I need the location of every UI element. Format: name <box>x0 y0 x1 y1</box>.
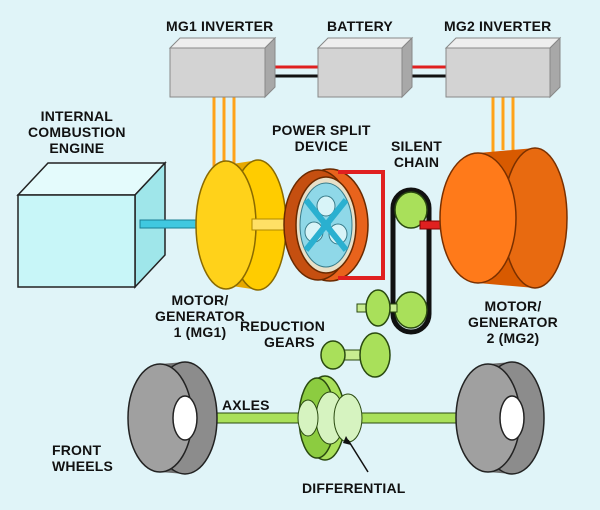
mg2-label: MOTOR/ GENERATOR 2 (MG2) <box>468 298 558 346</box>
mg2-label-line-3: 2 (MG2) <box>486 330 540 346</box>
engine-label-line-3: ENGINE <box>49 140 105 156</box>
power-split-label: POWER SPLIT DEVICE <box>272 122 371 154</box>
differential-pointer <box>343 436 369 473</box>
reduction-gears-label-line-2: GEARS <box>264 334 315 350</box>
differential-label: DIFFERENTIAL <box>302 480 406 496</box>
axles-label: AXLES <box>222 397 270 413</box>
left-front-wheel <box>127 361 218 475</box>
reduction-gears-label-line-1: REDUCTION <box>240 318 326 334</box>
mg1-label-line-2: GENERATOR <box>155 308 245 324</box>
right-front-wheel <box>455 361 545 475</box>
mg1-phase-wires <box>212 96 236 168</box>
mg1-label-line-1: MOTOR/ <box>171 292 229 308</box>
mg2-motor-generator <box>439 147 568 289</box>
power-split-device <box>283 168 369 282</box>
silent-chain-label: SILENT CHAIN <box>391 138 442 170</box>
differential <box>297 375 363 461</box>
reduction-gears-label: REDUCTION GEARS <box>240 318 325 350</box>
mg2-phase-wires <box>491 96 515 152</box>
power-split-label-line-1: POWER SPLIT <box>272 122 371 138</box>
silent-chain-label-line-2: CHAIN <box>393 154 440 170</box>
power-split-label-line-2: DEVICE <box>294 138 348 154</box>
front-wheels-label-line-2: WHEELS <box>52 458 114 474</box>
front-wheels-label-line-1: FRONT <box>52 442 102 458</box>
mg2-label-line-2: GENERATOR <box>468 314 558 330</box>
mg1-label: MOTOR/ GENERATOR 1 (MG1) <box>155 292 245 340</box>
mg1-label-line-3: 1 (MG1) <box>173 324 227 340</box>
battery-label: BATTERY <box>327 18 393 34</box>
mg2-inverter-label: MG2 INVERTER <box>444 18 552 34</box>
battery-box <box>316 36 414 99</box>
engine-label-line-1: INTERNAL <box>40 108 114 124</box>
silent-chain <box>390 187 432 335</box>
mg1-inverter-box <box>168 36 277 99</box>
engine-shaft <box>139 219 201 229</box>
mg1-inverter-label: MG1 INVERTER <box>166 18 274 34</box>
front-wheels-label: FRONT WHEELS <box>52 442 113 474</box>
mg2-label-line-1: MOTOR/ <box>484 298 542 314</box>
reduction-gears <box>320 289 398 378</box>
engine-label-line-2: COMBUSTION <box>28 124 126 140</box>
engine-label: INTERNAL COMBUSTION ENGINE <box>28 108 126 156</box>
ring-gear-link <box>338 170 385 280</box>
mg2-inverter-box <box>444 36 562 99</box>
silent-chain-label-line-1: SILENT <box>391 138 442 154</box>
